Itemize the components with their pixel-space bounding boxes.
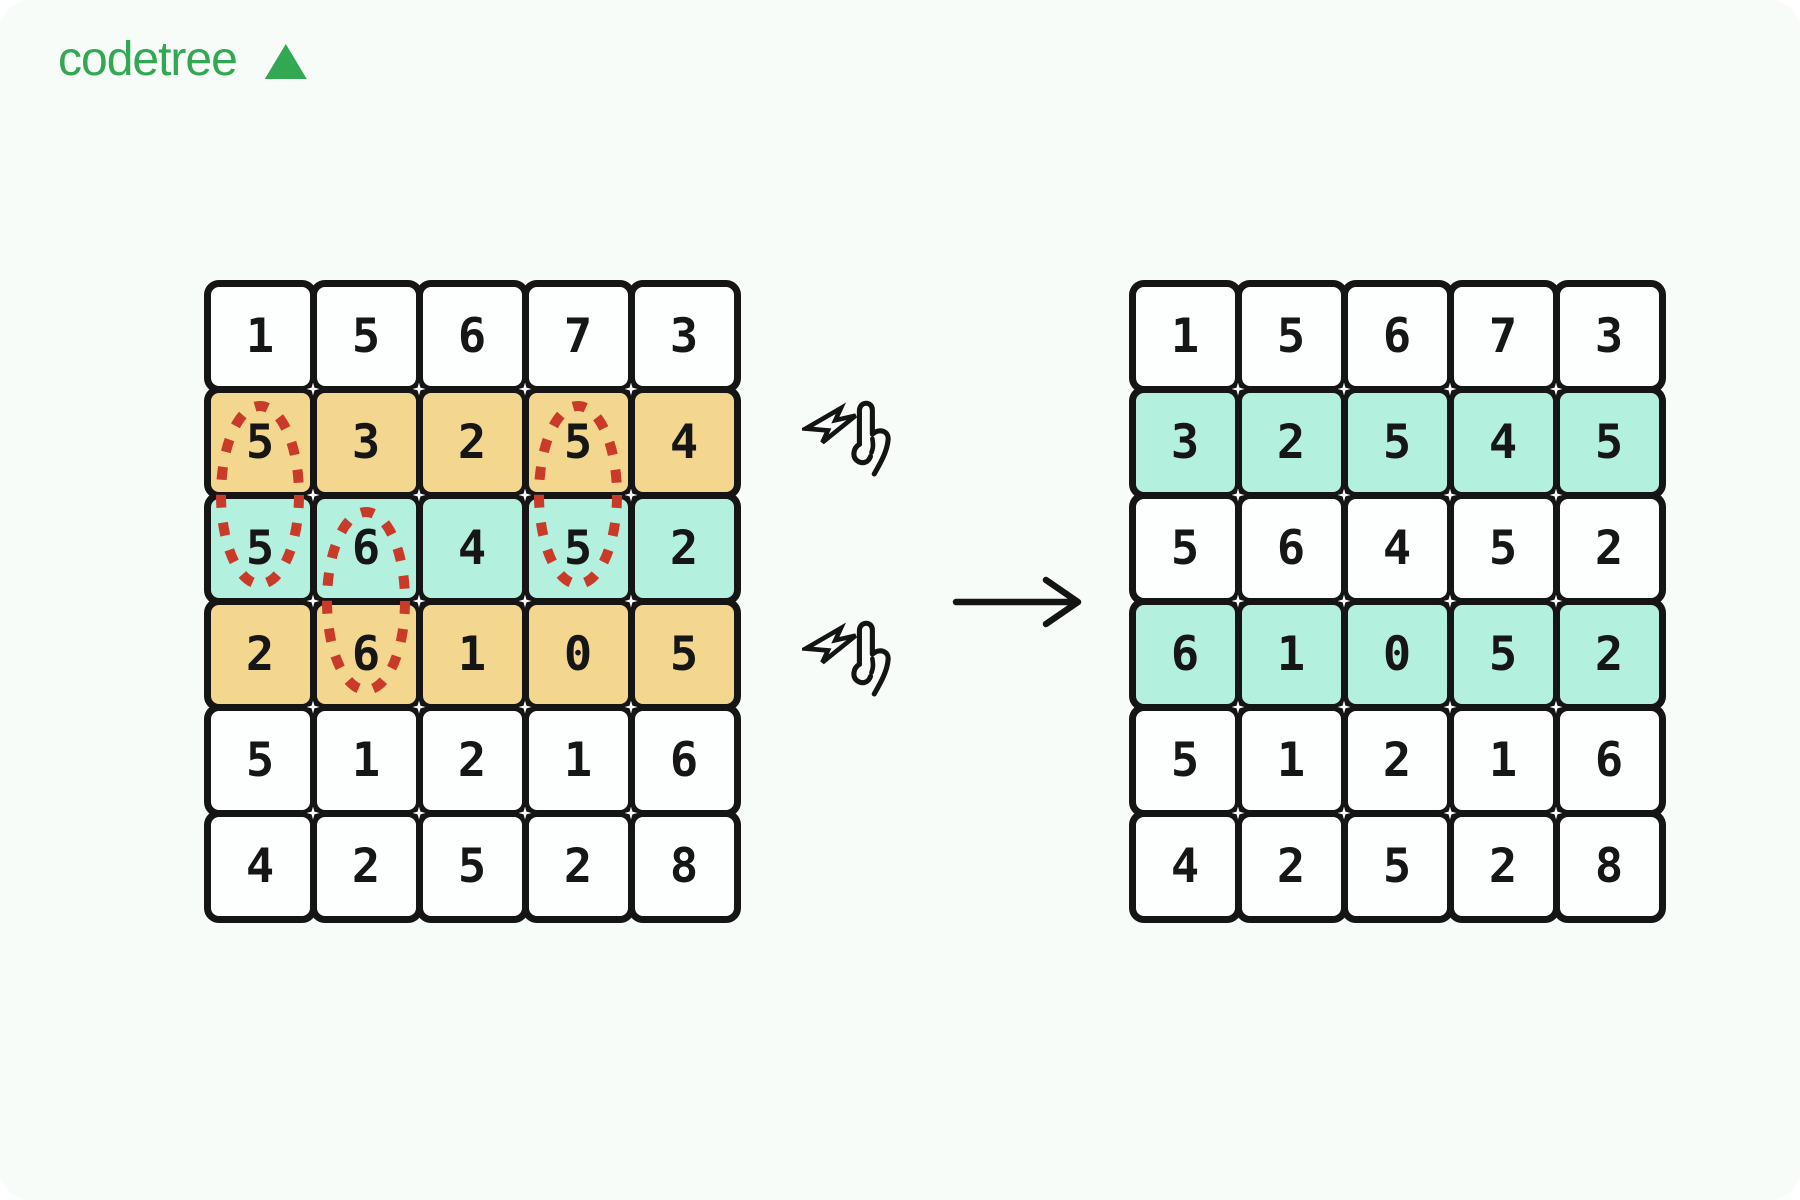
grid-cell: 2: [1552, 597, 1666, 711]
grid-cell: 3: [627, 279, 741, 393]
codetree-logo: codetree: [58, 32, 307, 87]
pair-highlight-ellipse: [321, 505, 411, 697]
grid-cell: 5: [1128, 703, 1242, 817]
grid-cell: 6: [1234, 491, 1348, 605]
grid-cell: 4: [415, 491, 529, 605]
grid-cell: 4: [1446, 385, 1560, 499]
grid-cell: 0: [521, 597, 635, 711]
grid-cell: 5: [521, 491, 635, 605]
grid-cell: 2: [309, 809, 423, 923]
grid-cell: 4: [627, 385, 741, 499]
transform-arrow-icon: [950, 574, 1090, 630]
grid-cell: 8: [1552, 809, 1666, 923]
grid-cell: 6: [309, 597, 423, 711]
grid-cell: 5: [627, 597, 741, 711]
grid-cell: 1: [415, 597, 529, 711]
grid-cell: 5: [1446, 597, 1560, 711]
swipe-flick-hand-icon: [802, 620, 891, 697]
grid-cell: 5: [1234, 279, 1348, 393]
codetree-logo-triangle-icon: [264, 44, 307, 79]
grid-cell: 1: [521, 703, 635, 817]
grid-cell: 5: [1128, 491, 1242, 605]
grid-cell: 3: [309, 385, 423, 499]
grid-cell: 6: [415, 279, 529, 393]
codetree-logo-text: codetree: [58, 33, 238, 86]
pair-highlight-ellipse: [533, 399, 623, 591]
grid-cell: 2: [1552, 491, 1666, 605]
grid-cell: 2: [415, 385, 529, 499]
grid-cell: 4: [203, 809, 317, 923]
grid-cell: 6: [627, 703, 741, 817]
grid-cell: 2: [203, 597, 317, 711]
swipe-gesture-icon-row2: [802, 390, 902, 482]
grid-cell: 4: [1340, 491, 1454, 605]
grid-cell: 1: [1446, 703, 1560, 817]
grid-cell: 2: [627, 491, 741, 605]
grid-cell: 5: [309, 279, 423, 393]
grid-cell: 0: [1340, 597, 1454, 711]
grid-cell: 6: [1128, 597, 1242, 711]
swipe-gesture-icon-row4: [802, 610, 902, 702]
grid-cell: 2: [1340, 703, 1454, 817]
grid-cell: 1: [309, 703, 423, 817]
grid-cell: 5: [415, 809, 529, 923]
grid-cell: 2: [415, 703, 529, 817]
grid-cell: 7: [521, 279, 635, 393]
grid-cell: 8: [627, 809, 741, 923]
grid-cell: 5: [1552, 385, 1666, 499]
grid-cell: 7: [1446, 279, 1560, 393]
grid-cell: 6: [1552, 703, 1666, 817]
grid-cell: 5: [1340, 809, 1454, 923]
swipe-flick-hand-icon: [802, 400, 891, 477]
grid-cell: 2: [1234, 385, 1348, 499]
grid-cell: 1: [1234, 703, 1348, 817]
grid-cell: 5: [203, 703, 317, 817]
grid-cell: 1: [1234, 597, 1348, 711]
grid-cell: 6: [1340, 279, 1454, 393]
grid-cell: 1: [1128, 279, 1242, 393]
grid-cell: 5: [1446, 491, 1560, 605]
pair-highlight-ellipse: [215, 399, 305, 591]
grid-cell: 2: [521, 809, 635, 923]
grid-cell: 4: [1128, 809, 1242, 923]
grid-cell: 3: [1128, 385, 1242, 499]
grid-cell: 1: [203, 279, 317, 393]
grid-cell: 2: [1446, 809, 1560, 923]
grid-cell: 3: [1552, 279, 1666, 393]
grid-cell: 5: [1340, 385, 1454, 499]
grid-cell: 2: [1234, 809, 1348, 923]
